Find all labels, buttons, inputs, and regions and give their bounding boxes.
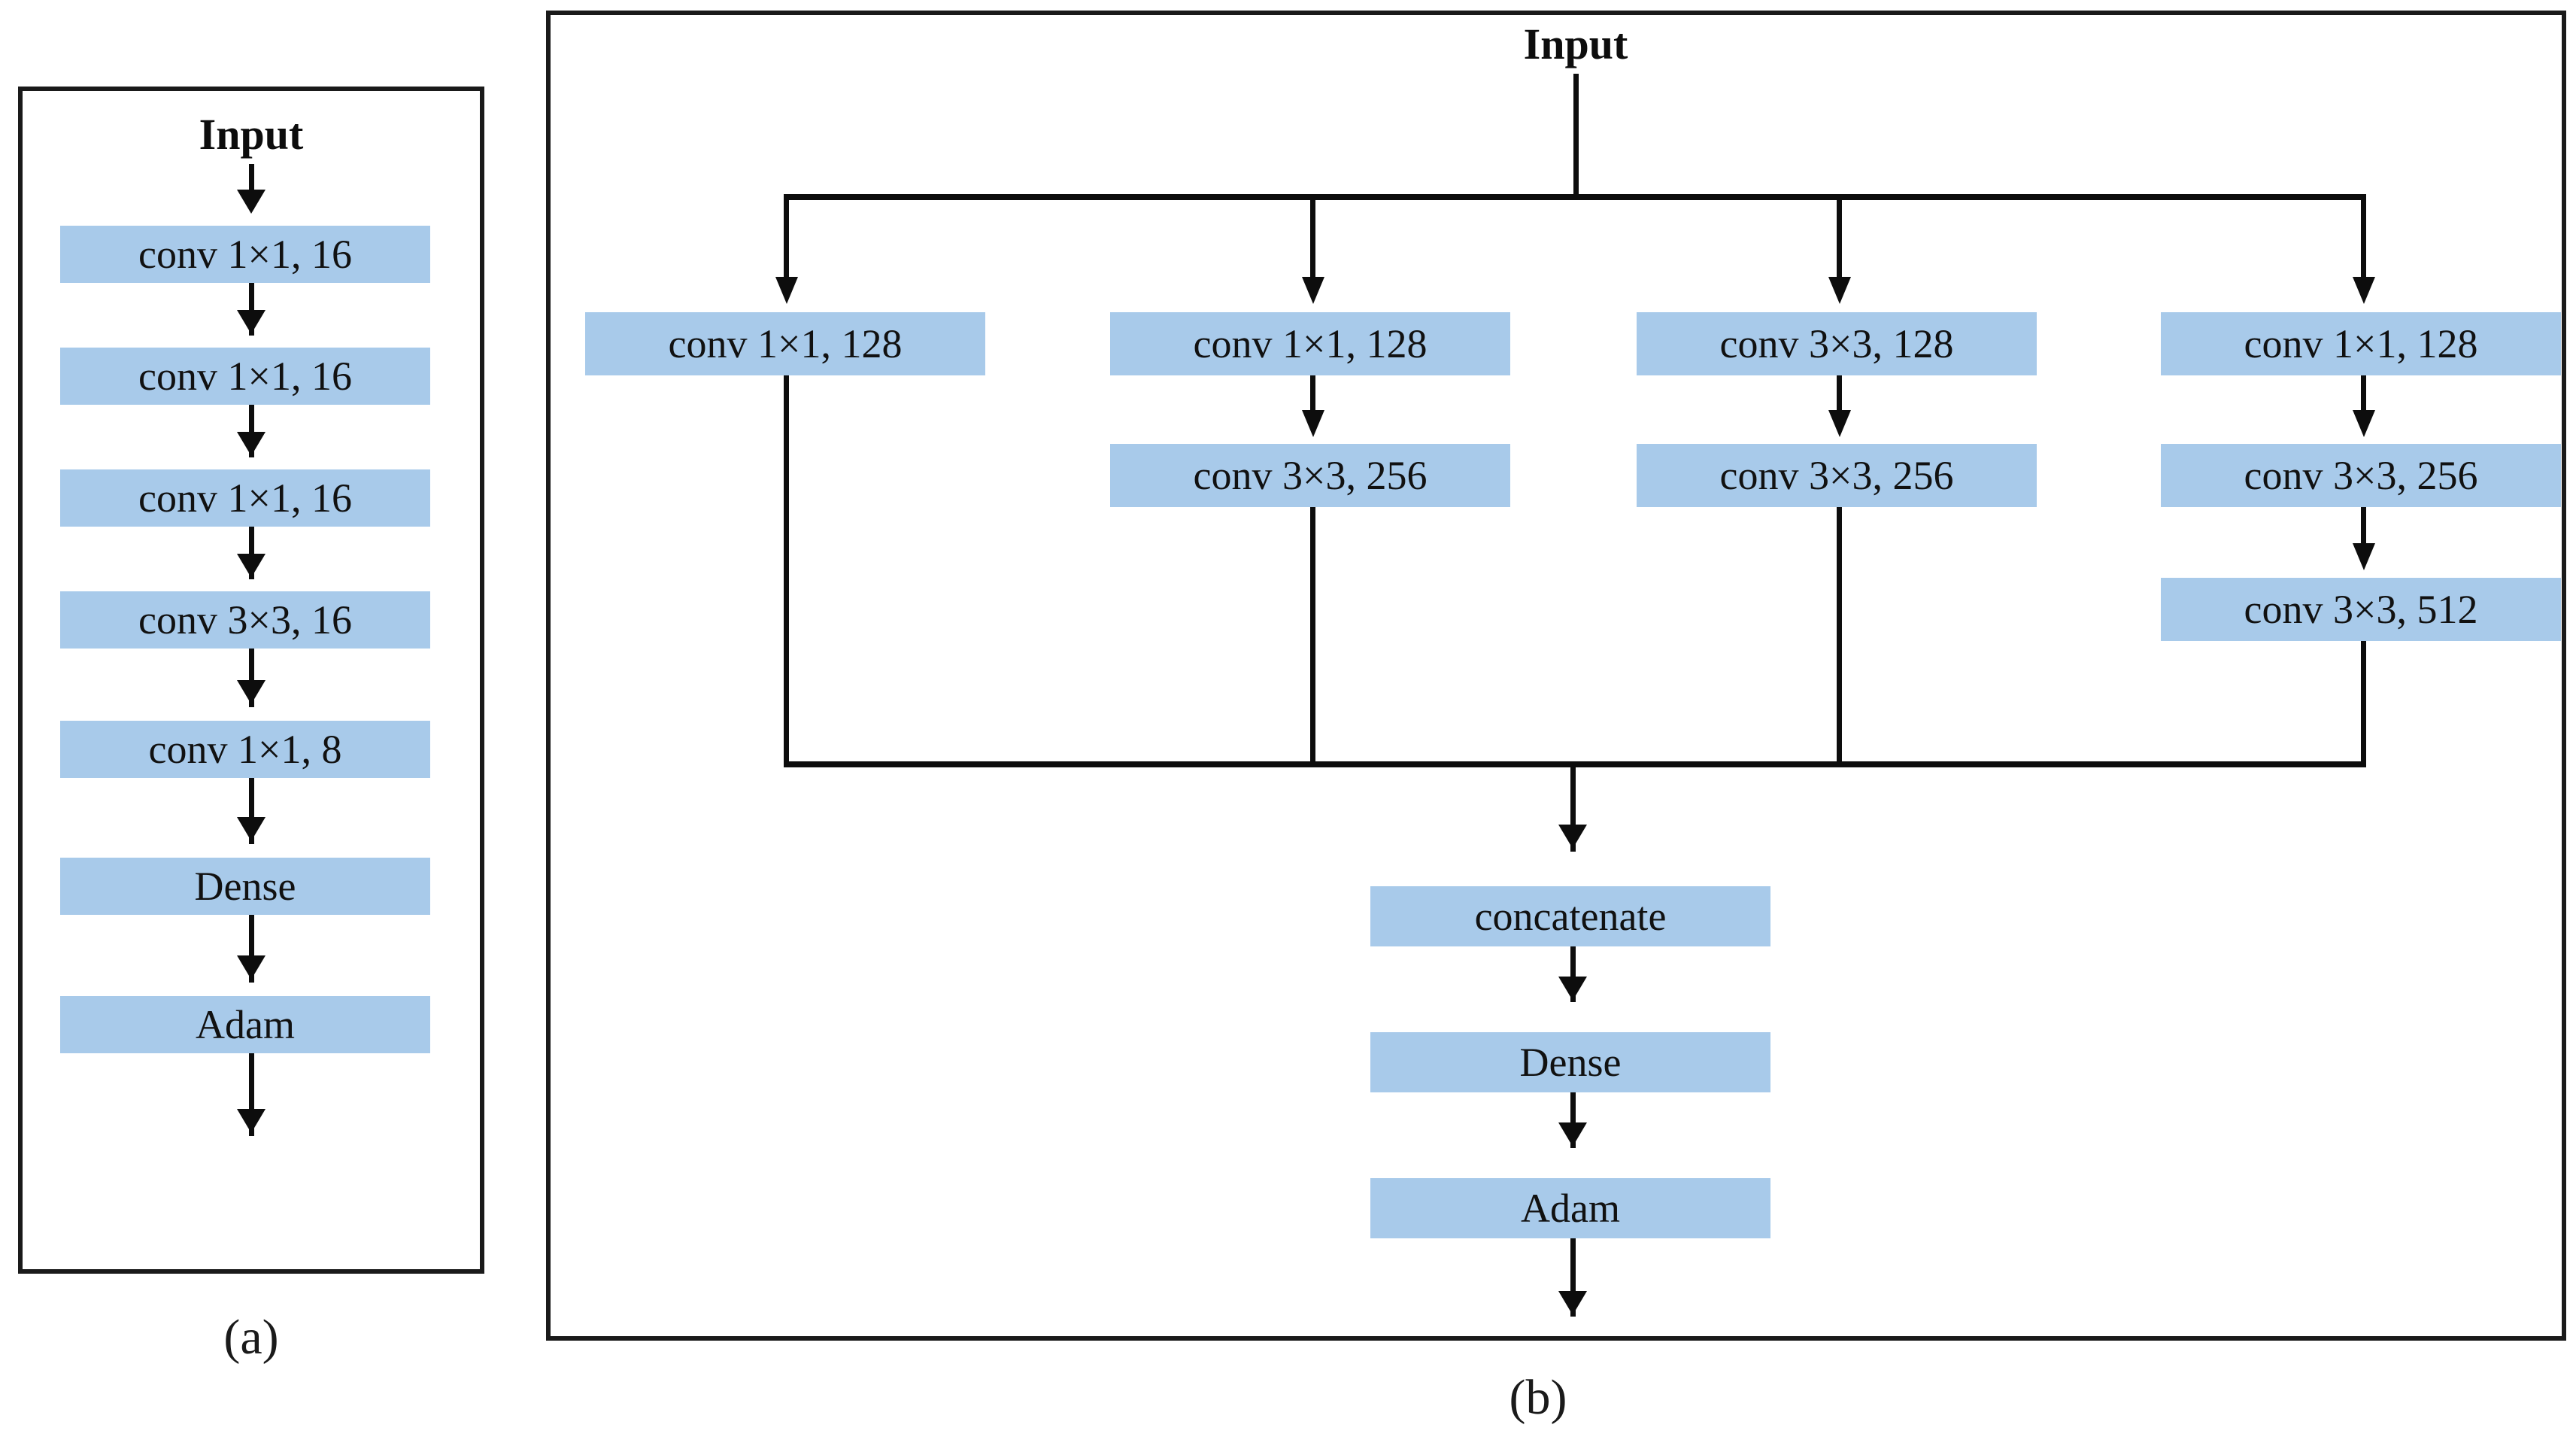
block-a-conv-4: conv 3×3, 16 [60,591,430,649]
arrowhead-a-2 [237,432,265,456]
connector-b-branch4-2 [2361,507,2366,558]
caption-panel-a: (a) [223,1310,279,1365]
block-b-branch4-conv3: conv 3×3, 512 [2161,578,2561,641]
panel-b-input-label: Input [1523,20,1628,68]
connector-a-2 [249,405,254,457]
connector-a-3 [249,527,254,579]
connector-b-input-trunk [1573,74,1579,200]
arrowhead-b-branch1 [775,277,798,304]
block-a-conv-1: conv 1×1, 16 [60,226,430,283]
block-a-conv-2: conv 1×1, 16 [60,348,430,405]
arrowhead-a-6 [237,955,265,980]
block-b-branch1-conv1: conv 1×1, 128 [585,312,985,375]
arrowhead-b-branch4 [2353,277,2375,304]
arrowhead-b-branch4-1 [2353,410,2375,437]
connector-b-branch2-drop [1310,194,1315,289]
arrowhead-b-branch2-1 [1302,410,1324,437]
arrowhead-b-concat [1558,825,1587,849]
connector-a-7 [249,1053,254,1136]
connector-b-branch2-1 [1310,375,1315,425]
arrowhead-a-1 [237,310,265,334]
connector-b-branch3-drop [1837,194,1842,289]
connector-b-split-bar [784,194,2366,200]
connector-a-input-to-block1 [249,164,254,209]
block-b-branch4-conv1: conv 1×1, 128 [2161,312,2561,375]
arrowhead-a-4 [237,680,265,704]
connector-b-branch4-drop [2361,194,2366,289]
block-b-branch4-conv2: conv 3×3, 256 [2161,444,2561,507]
block-a-adam: Adam [60,996,430,1053]
caption-panel-b: (b) [1509,1370,1567,1425]
arrowhead-b-branch3-1 [1828,410,1851,437]
connector-b-branch3-to-merge [1837,507,1842,765]
connector-b-concat-to-dense [1570,946,1576,1002]
connector-b-merge-to-concat [1570,761,1576,852]
connector-b-branch3-1 [1837,375,1842,425]
connector-b-branch1-drop [784,194,789,289]
connector-b-adam-out [1570,1238,1576,1317]
connector-a-6 [249,915,254,983]
block-a-dense: Dense [60,858,430,915]
arrowhead-a-5 [237,817,265,841]
arrowhead-b-adam [1558,1122,1587,1147]
panel-a-input-label: Input [199,110,304,159]
arrowhead-b-branch3 [1828,277,1851,304]
block-b-concatenate: concatenate [1370,886,1770,946]
arrowhead-b-branch4-2 [2353,543,2375,570]
block-b-branch2-conv1: conv 1×1, 128 [1110,312,1510,375]
block-b-adam: Adam [1370,1178,1770,1238]
connector-b-dense-to-adam [1570,1092,1576,1148]
connector-b-branch4-1 [2361,375,2366,425]
connector-a-1 [249,283,254,336]
arrowhead-b-dense [1558,977,1587,1001]
block-b-branch3-conv2: conv 3×3, 256 [1637,444,2037,507]
block-b-dense: Dense [1370,1032,1770,1092]
arrowhead-b-out [1558,1291,1587,1315]
arrowhead-a-3 [237,554,265,578]
arrowhead-a-7 [237,1109,265,1133]
block-b-branch2-conv2: conv 3×3, 256 [1110,444,1510,507]
connector-a-4 [249,649,254,707]
connector-b-branch4-to-merge [2361,641,2366,765]
arrowhead-b-branch2 [1302,277,1324,304]
arrowhead-a-0 [237,190,265,214]
connector-a-5 [249,778,254,844]
connector-b-branch2-to-merge [1310,507,1315,765]
block-a-conv-5: conv 1×1, 8 [60,721,430,778]
panel-b-inception-model [546,11,2566,1341]
block-b-branch3-conv1: conv 3×3, 128 [1637,312,2037,375]
connector-b-branch1-to-merge [784,375,789,765]
block-a-conv-3: conv 1×1, 16 [60,469,430,527]
